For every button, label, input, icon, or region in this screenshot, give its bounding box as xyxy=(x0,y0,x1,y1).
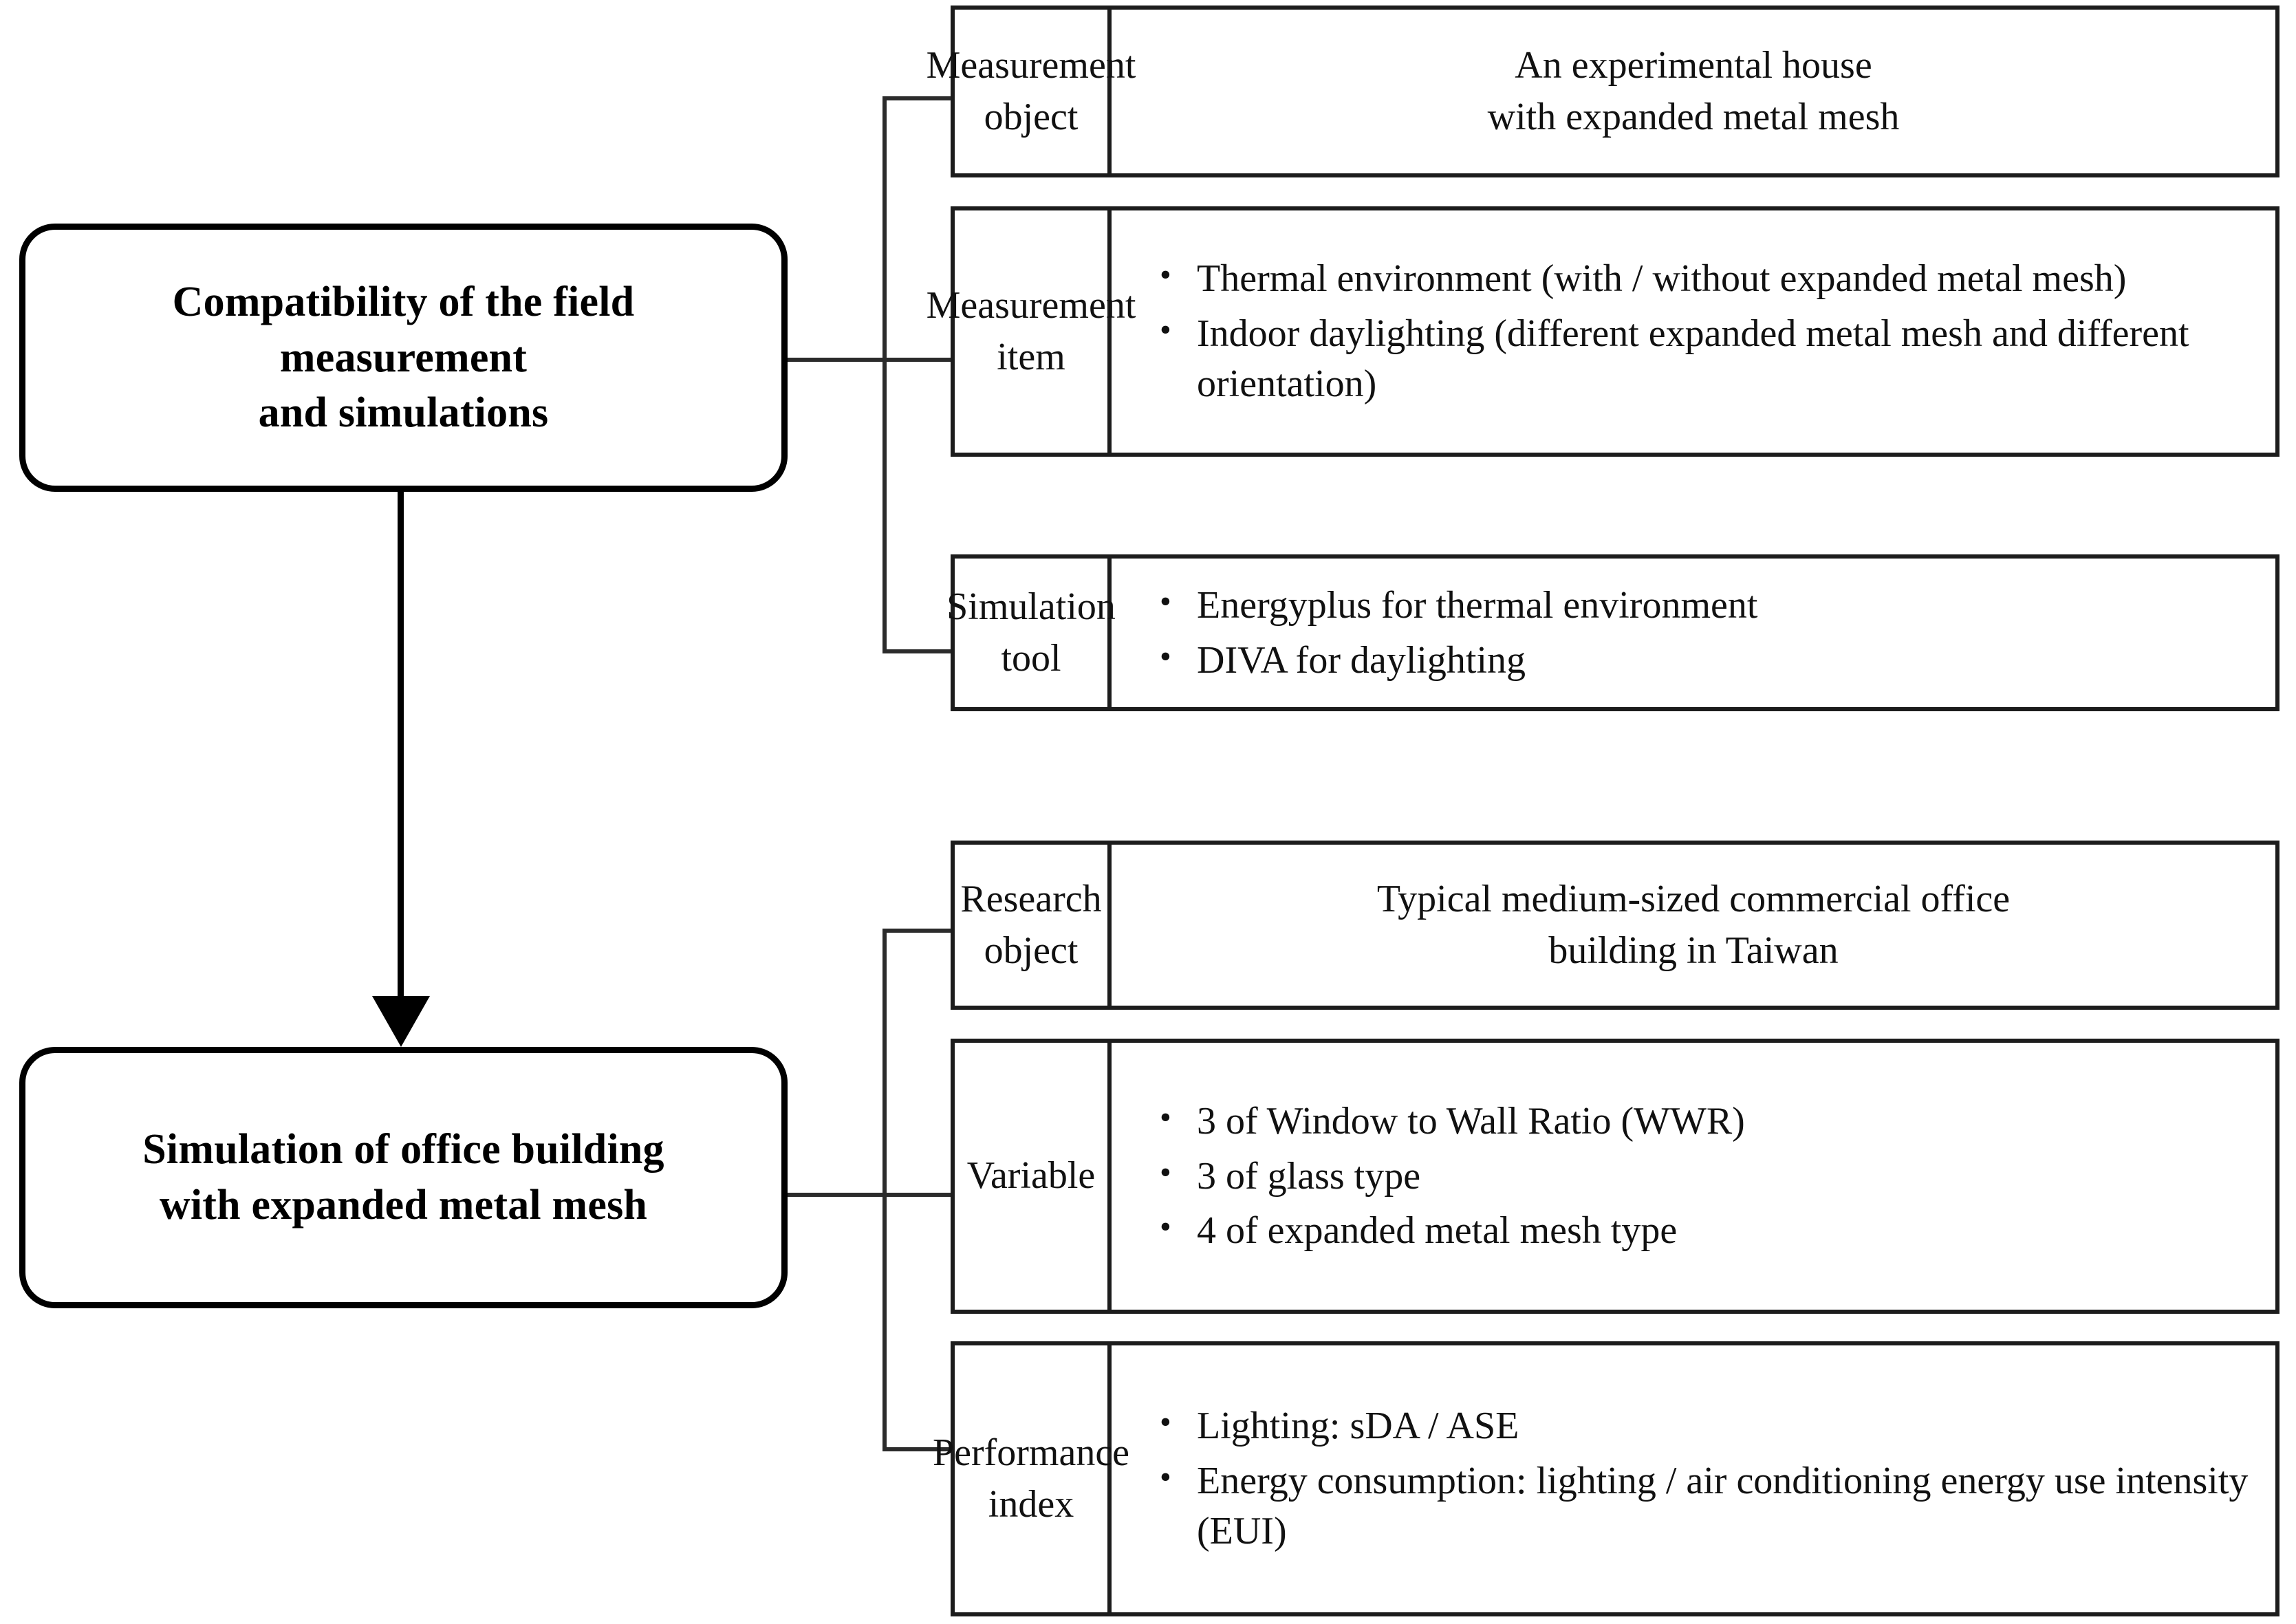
table-row[interactable]: Performance index Lighting: sDA / ASE En… xyxy=(933,1341,2279,1616)
connector-top-trunk xyxy=(882,96,887,653)
table-row[interactable]: Variable 3 of Window to Wall Ratio (WWR)… xyxy=(951,1039,2279,1314)
row-value-measurement-object: An experimental house with expanded meta… xyxy=(1487,43,1900,138)
row-label-measurement-object: Measurement object xyxy=(927,10,1136,173)
connector-bottom-stem xyxy=(788,1193,885,1197)
node-compatibility-field-measurement[interactable]: Compatibility of the field measurement a… xyxy=(19,224,788,492)
bullet-list: Lighting: sDA / ASE Energy consumption: … xyxy=(1129,1396,2257,1561)
connector-bottom-branch-1 xyxy=(882,929,953,933)
row-label-measurement-item: Measurement item xyxy=(927,210,1136,453)
list-item: Energy consumption: lighting / air condi… xyxy=(1154,1455,2257,1557)
row-label-performance-index: Performance index xyxy=(933,1345,1129,1612)
list-item: 3 of Window to Wall Ratio (WWR) xyxy=(1154,1095,2257,1147)
row-value-simulation-tool: Energyplus for thermal environment DIVA … xyxy=(1112,559,2275,707)
row-value-research-object: Typical medium-sized commercial office b… xyxy=(1376,877,2011,972)
connector-bottom-trunk xyxy=(882,929,887,1451)
connector-top-branch-2 xyxy=(882,358,953,362)
row-value-performance-index: Lighting: sDA / ASE Energy consumption: … xyxy=(1112,1345,2275,1612)
list-item: Energyplus for thermal environment xyxy=(1154,579,2257,631)
row-label-research-object: Research object xyxy=(955,845,1112,1006)
list-item: 4 of expanded metal mesh type xyxy=(1154,1204,2257,1256)
bullet-list: Thermal environment (with / without expa… xyxy=(1129,249,2257,413)
table-row[interactable]: Simulation tool Energyplus for thermal e… xyxy=(946,554,2279,711)
flow-arrow-head-icon xyxy=(372,996,430,1047)
flow-arrow-shaft xyxy=(398,492,404,1004)
list-item: Lighting: sDA / ASE xyxy=(1154,1400,2257,1451)
node-bottom-label: Simulation of office building with expan… xyxy=(142,1126,664,1228)
node-top-label: Compatibility of the field measurement a… xyxy=(172,279,635,437)
list-item: DIVA for daylighting xyxy=(1154,634,2257,686)
connector-top-stem xyxy=(788,358,885,362)
connector-bottom-branch-3 xyxy=(882,1447,953,1451)
row-label-variable: Variable xyxy=(955,1043,1112,1310)
table-row[interactable]: Measurement object An experimental house… xyxy=(927,6,2279,177)
connector-top-branch-3 xyxy=(882,649,953,653)
list-item: 3 of glass type xyxy=(1154,1150,2257,1202)
row-label-simulation-tool: Simulation tool xyxy=(946,559,1116,707)
table-row[interactable]: Measurement item Thermal environment (wi… xyxy=(927,206,2279,457)
list-item: Indoor daylighting (different expanded m… xyxy=(1154,307,2257,409)
connector-top-branch-1 xyxy=(882,96,953,100)
bullet-list: Energyplus for thermal environment DIVA … xyxy=(1129,576,2257,691)
bullet-list: 3 of Window to Wall Ratio (WWR) 3 of gla… xyxy=(1129,1092,2257,1261)
row-value-variable: 3 of Window to Wall Ratio (WWR) 3 of gla… xyxy=(1112,1043,2275,1310)
list-item: Thermal environment (with / without expa… xyxy=(1154,252,2257,304)
table-row[interactable]: Research object Typical medium-sized com… xyxy=(951,841,2279,1010)
row-value-measurement-item: Thermal environment (with / without expa… xyxy=(1112,210,2275,453)
node-simulation-office-building[interactable]: Simulation of office building with expan… xyxy=(19,1047,788,1308)
connector-bottom-branch-2 xyxy=(882,1193,953,1197)
